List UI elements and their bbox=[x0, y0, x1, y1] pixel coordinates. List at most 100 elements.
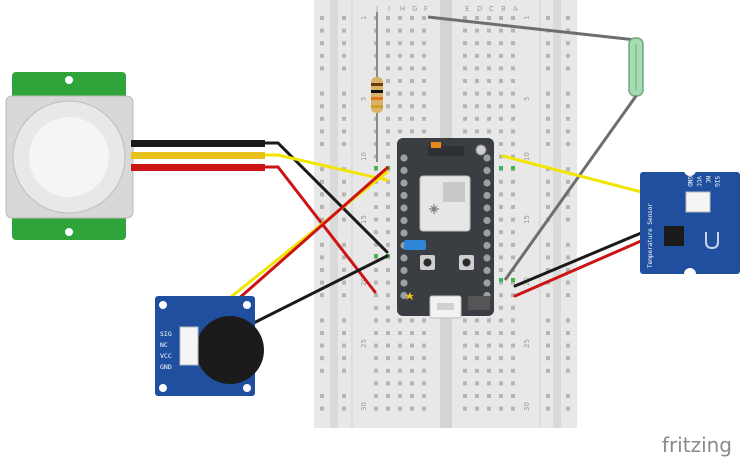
breadboard-hole bbox=[499, 192, 503, 197]
breadboard-hole bbox=[546, 16, 550, 20]
reed-switch bbox=[427, 15, 644, 281]
breadboard-hole bbox=[410, 394, 414, 398]
header-pin bbox=[400, 204, 408, 212]
breadboard-hole bbox=[546, 255, 550, 260]
breadboard-hole bbox=[398, 331, 402, 335]
pin-label: VCC bbox=[160, 352, 172, 360]
breadboard-hole bbox=[422, 381, 426, 386]
breadboard-hole bbox=[410, 116, 414, 121]
breadboard-hole bbox=[342, 66, 346, 71]
breadboard-hole bbox=[386, 192, 390, 197]
resistor bbox=[371, 12, 383, 162]
header-pin bbox=[400, 254, 408, 262]
led-orange bbox=[431, 142, 441, 148]
breadboard-hole bbox=[342, 91, 346, 96]
breadboard-hole bbox=[342, 343, 346, 348]
column-letters: J I H G F E D C B A bbox=[375, 5, 518, 13]
breadboard-hole bbox=[342, 142, 346, 146]
header-pin bbox=[483, 241, 491, 250]
breadboard-hole bbox=[463, 406, 467, 411]
breadboard-hole bbox=[499, 16, 503, 20]
particle-logo-icon bbox=[429, 204, 439, 214]
breadboard-hole bbox=[320, 255, 324, 260]
breadboard-hole bbox=[546, 318, 550, 323]
breadboard-hole bbox=[566, 205, 570, 209]
breadboard-hole bbox=[422, 331, 426, 335]
breadboard-hole bbox=[566, 28, 570, 33]
breadboard-hole bbox=[374, 242, 378, 247]
breadboard-hole bbox=[511, 116, 515, 121]
breadboard-hole bbox=[475, 394, 479, 398]
breadboard-hole bbox=[342, 242, 346, 247]
breadboard-hole bbox=[499, 255, 503, 260]
mount-hole bbox=[243, 384, 251, 392]
usb-port-slot bbox=[437, 303, 454, 310]
breadboard-hole bbox=[511, 368, 515, 373]
breadboard-hole bbox=[386, 66, 390, 71]
breadboard-hole bbox=[511, 343, 515, 348]
thermistor-icon bbox=[705, 232, 719, 250]
breadboard-hole bbox=[499, 343, 503, 348]
breadboard-hole bbox=[546, 205, 550, 209]
gray-wire bbox=[427, 15, 637, 42]
breadboard-hole bbox=[546, 331, 550, 335]
breadboard-hole bbox=[398, 368, 402, 373]
breadboard-hole bbox=[398, 104, 402, 109]
breadboard-hole bbox=[374, 381, 378, 386]
grove-connector bbox=[179, 326, 199, 366]
breadboard-hole bbox=[386, 79, 390, 83]
breadboard-hole bbox=[546, 356, 550, 361]
row-number: 20 bbox=[360, 277, 368, 286]
breadboard-hole bbox=[342, 331, 346, 335]
breadboard-hole bbox=[386, 53, 390, 58]
breadboard-hole bbox=[463, 356, 467, 361]
temp-sensor-label: Temperature Sensor bbox=[647, 203, 654, 268]
breadboard-hole bbox=[499, 293, 503, 298]
breadboard-hole bbox=[487, 79, 491, 83]
connected-hole bbox=[499, 278, 503, 282]
breadboard-hole bbox=[487, 91, 491, 96]
row-number: 5 bbox=[360, 97, 368, 101]
temp-pcb bbox=[640, 172, 740, 274]
breadboard-hole bbox=[475, 66, 479, 71]
breadboard-hole bbox=[566, 104, 570, 109]
breadboard-hole bbox=[475, 129, 479, 134]
breadboard-hole bbox=[398, 343, 402, 348]
grove-connector bbox=[685, 191, 711, 213]
breadboard-hole bbox=[398, 129, 402, 134]
breadboard-hole bbox=[374, 368, 378, 373]
buzzer-module: SIG NC VCC GND bbox=[155, 296, 264, 396]
breadboard-hole bbox=[374, 293, 378, 298]
col-letter: E bbox=[465, 5, 469, 13]
row-numbers-left: 1 5 10 15 20 25 30 bbox=[360, 16, 368, 411]
breadboard-hole bbox=[511, 217, 515, 222]
breadboard-hole bbox=[386, 142, 390, 146]
breadboard-hole bbox=[386, 242, 390, 247]
header-pin bbox=[400, 216, 408, 225]
breadboard-hole bbox=[342, 356, 346, 361]
breadboard-hole bbox=[475, 91, 479, 96]
header-pin bbox=[400, 279, 408, 287]
breadboard-hole bbox=[499, 217, 503, 222]
header-pin bbox=[400, 166, 408, 175]
breadboard-hole bbox=[566, 318, 570, 323]
breadboard-hole bbox=[342, 16, 346, 20]
breadboard-hole bbox=[566, 331, 570, 335]
breadboard-hole bbox=[398, 91, 402, 96]
breadboard-hole bbox=[511, 179, 515, 184]
breadboard-hole bbox=[511, 242, 515, 247]
breadboard-hole bbox=[475, 16, 479, 20]
breadboard-hole bbox=[398, 406, 402, 411]
breadboard-hole bbox=[511, 394, 515, 398]
breadboard-hole bbox=[499, 406, 503, 411]
connected-hole bbox=[511, 166, 515, 170]
fritzing-watermark: fritzing bbox=[662, 433, 732, 457]
breadboard-hole bbox=[546, 142, 550, 146]
breadboard-hole bbox=[566, 406, 570, 411]
breadboard-hole bbox=[463, 129, 467, 134]
breadboard-hole bbox=[320, 129, 324, 134]
breadboard-hole bbox=[422, 343, 426, 348]
breadboard-hole bbox=[566, 142, 570, 146]
breadboard-hole bbox=[475, 53, 479, 58]
